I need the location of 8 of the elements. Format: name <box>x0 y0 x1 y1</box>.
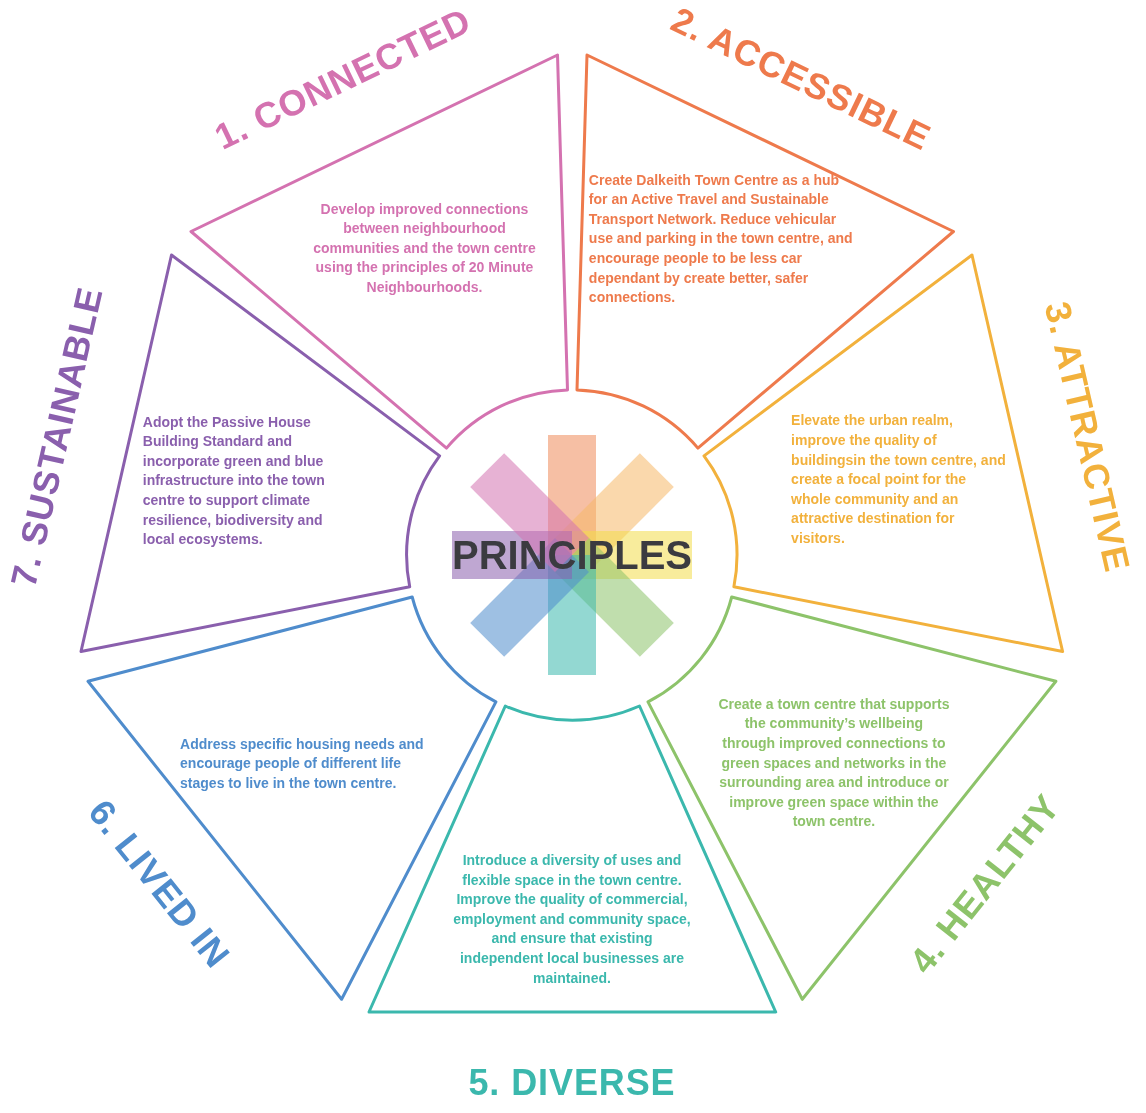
segment-description: Introduce a diversity of uses and flexible space in the town centre. Improve the quality of commercial, employment and community space, and ensure that existing independent local businesses are maintained. <box>452 851 692 988</box>
segment-description: Elevate the urban realm, improve the quality of buildingsin the town centre, and create a focal point for the whole community and an attractive destination for visitors. <box>791 411 1007 549</box>
segment-description: Create Dalkeith Town Centre as a hub for an Active Travel and Sustainable Transport Network. Reduce vehicular use and parking in the town centre, and encourage people to be less car dependant by create better, safer connections. <box>588 171 854 308</box>
segment-description: Develop improved connections between neighbourhood communities and the town centre using the principles of 20 Minute Neighbourhoods. <box>312 199 537 298</box>
segment-description: Address specific housing needs and encourage people of different life stages to live in the town centre. <box>180 734 425 793</box>
segment-description: Adopt the Passive House Building Standard and incorporate green and blue infrastructure into the town centre to support climate resilience, biodiversity and local ecosystems. <box>142 412 326 550</box>
segment-description: Create a town centre that supports the community’s wellbeing through improved connections to green spaces and networks in the surrounding area and introduce or improve green space within the town centre. <box>717 695 950 830</box>
segment-heading: 5. DIVERSE <box>468 1065 676 1101</box>
